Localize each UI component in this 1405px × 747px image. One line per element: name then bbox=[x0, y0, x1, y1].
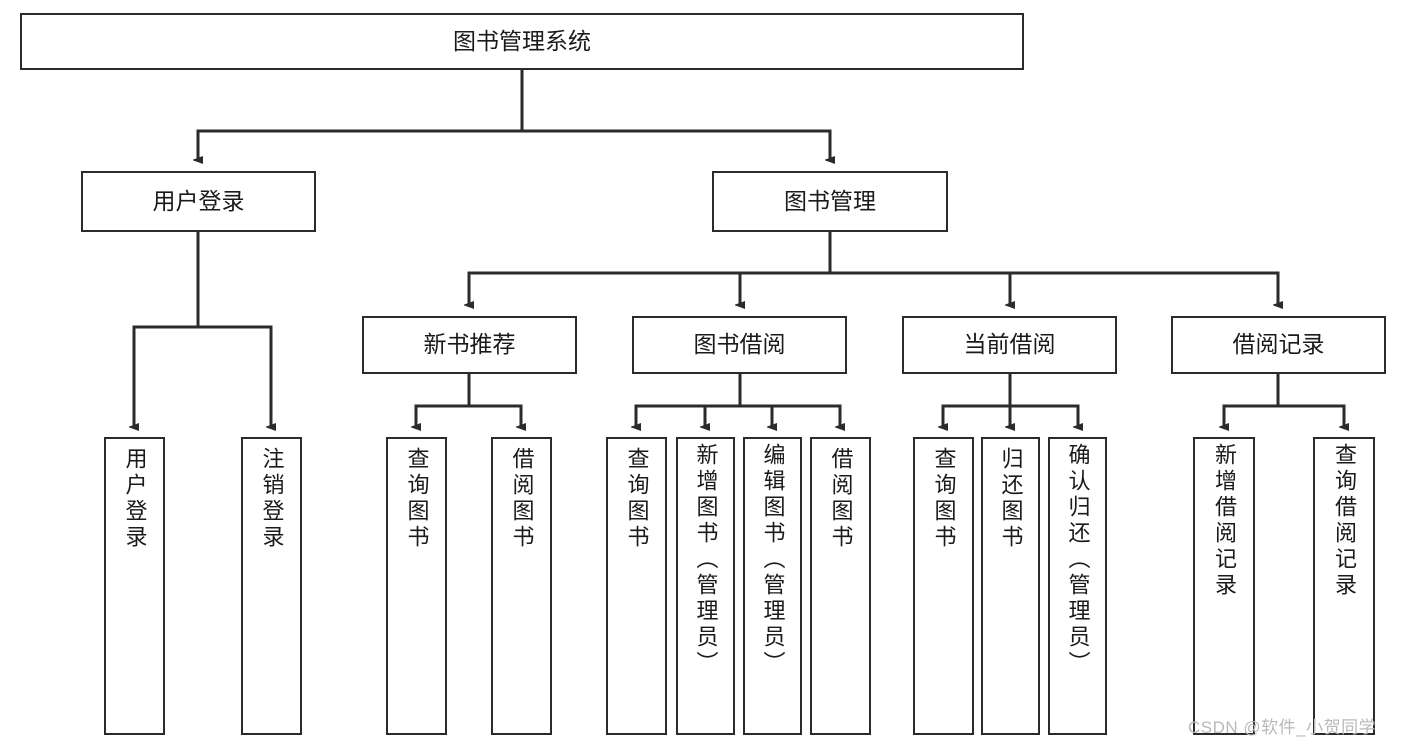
leaf-recommend-query-book[interactable]: 查询图书 bbox=[386, 437, 447, 735]
leaf-borrow-add-book-admin[interactable]: 新增图书（管理员） bbox=[676, 437, 735, 735]
node-label: 借阅记录 bbox=[1232, 331, 1325, 358]
node-label: 用户登录 bbox=[152, 187, 245, 214]
node-label: 新增图书（管理员） bbox=[693, 443, 719, 677]
node-label: 当前借阅 bbox=[963, 331, 1056, 358]
leaf-borrow-borrow-book[interactable]: 借阅图书 bbox=[810, 437, 871, 735]
node-root-system[interactable]: 图书管理系统 bbox=[20, 13, 1024, 70]
leaf-recommend-borrow-book[interactable]: 借阅图书 bbox=[491, 437, 552, 735]
node-label: 新增借阅记录 bbox=[1212, 443, 1237, 599]
node-label: 借阅图书 bbox=[509, 447, 535, 551]
node-user-login[interactable]: 用户登录 bbox=[81, 171, 316, 232]
node-label: 图书管理系统 bbox=[453, 27, 591, 54]
node-new-book-recommend[interactable]: 新书推荐 bbox=[362, 316, 577, 374]
node-label: 图书借阅 bbox=[693, 331, 786, 358]
node-label: 归还图书 bbox=[998, 447, 1024, 551]
leaf-user-login-logout[interactable]: 注销登录 bbox=[241, 437, 302, 735]
node-current-borrow[interactable]: 当前借阅 bbox=[902, 316, 1117, 374]
node-book-borrow[interactable]: 图书借阅 bbox=[632, 316, 847, 374]
leaf-current-return-book[interactable]: 归还图书 bbox=[981, 437, 1040, 735]
leaf-user-login-login[interactable]: 用户登录 bbox=[104, 437, 165, 735]
leaf-record-query-record[interactable]: 查询借阅记录 bbox=[1313, 437, 1375, 735]
node-label: 查询图书 bbox=[624, 447, 650, 551]
node-label: 查询借阅记录 bbox=[1332, 443, 1357, 599]
node-label: 借阅图书 bbox=[828, 447, 854, 551]
leaf-record-add-record[interactable]: 新增借阅记录 bbox=[1193, 437, 1255, 735]
node-book-management[interactable]: 图书管理 bbox=[712, 171, 948, 232]
node-label: 图书管理 bbox=[784, 187, 876, 214]
node-label: 编辑图书（管理员） bbox=[760, 443, 786, 677]
leaf-current-query-book[interactable]: 查询图书 bbox=[913, 437, 974, 735]
node-label: 新书推荐 bbox=[423, 331, 516, 358]
node-label: 用户登录 bbox=[122, 447, 148, 551]
csdn-watermark: CSDN @软件_小贺同学 bbox=[1188, 718, 1377, 737]
node-label: 查询图书 bbox=[404, 447, 430, 551]
node-label: 注销登录 bbox=[259, 447, 285, 551]
leaf-current-confirm-return-admin[interactable]: 确认归还（管理员） bbox=[1048, 437, 1107, 735]
leaf-borrow-edit-book-admin[interactable]: 编辑图书（管理员） bbox=[743, 437, 802, 735]
leaf-borrow-query-book[interactable]: 查询图书 bbox=[606, 437, 667, 735]
node-borrow-record[interactable]: 借阅记录 bbox=[1171, 316, 1386, 374]
node-label: 查询图书 bbox=[931, 447, 957, 551]
node-label: 确认归还（管理员） bbox=[1065, 443, 1091, 677]
